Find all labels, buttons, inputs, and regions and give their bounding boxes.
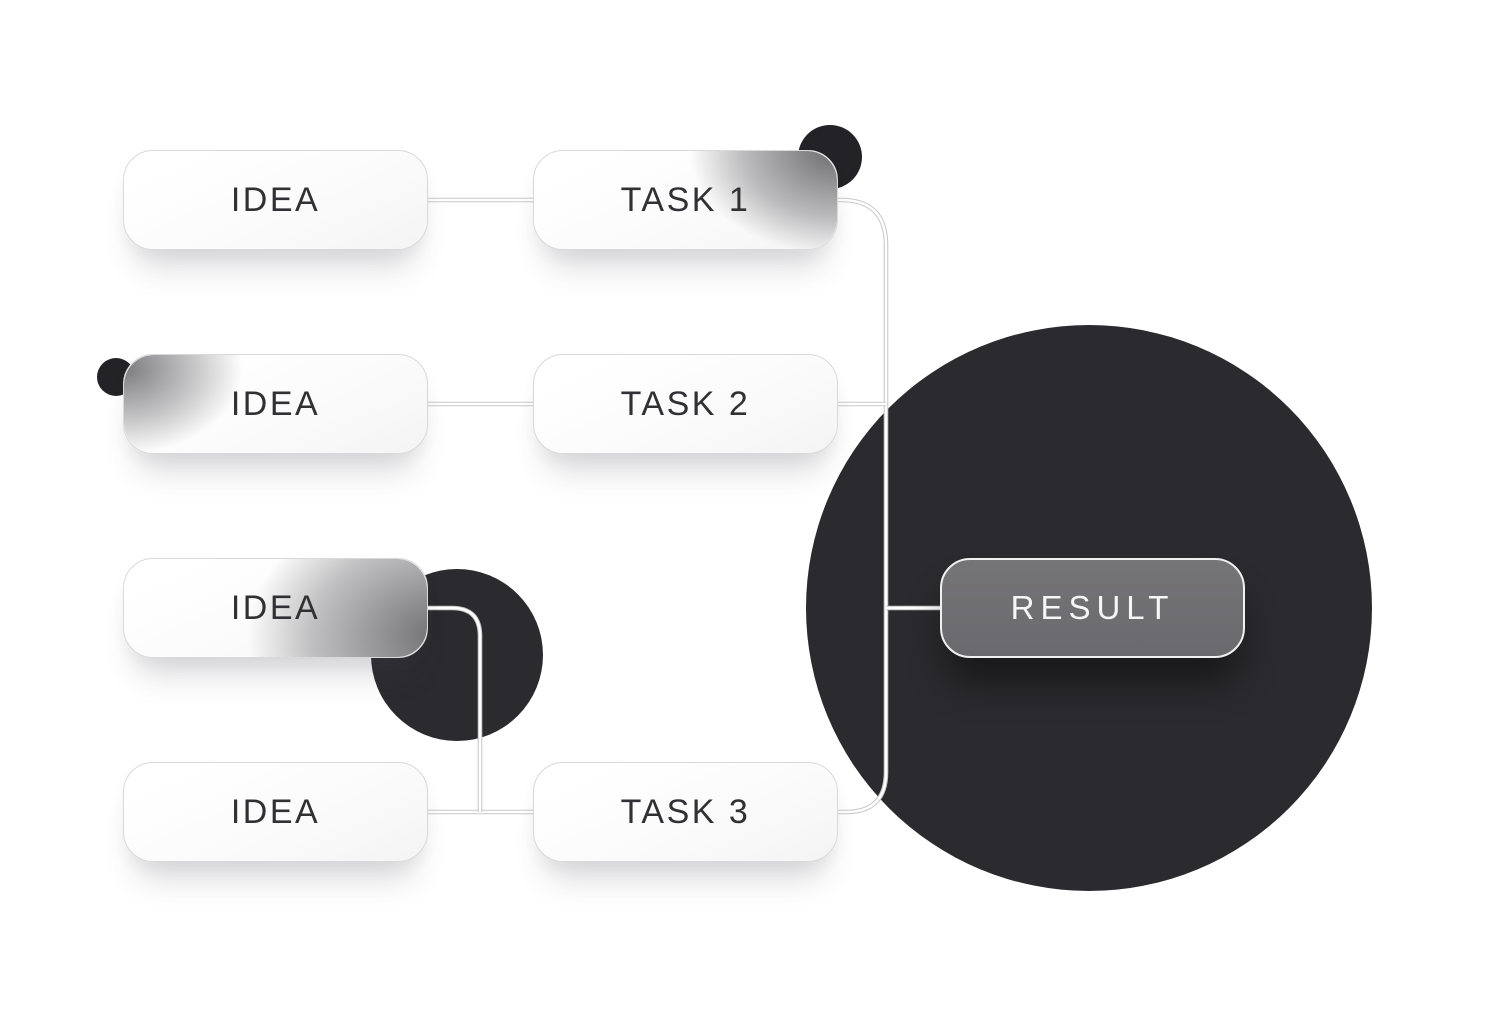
- node-label: IDEA: [230, 180, 321, 219]
- node-task-1: TASK 1: [533, 150, 838, 250]
- connector-idea3-task3: [428, 605, 483, 812]
- node-task-2: TASK 2: [533, 354, 838, 454]
- node-label: IDEA: [230, 384, 321, 423]
- node-idea-1: IDEA: [123, 150, 428, 250]
- node-label: IDEA: [230, 792, 321, 831]
- node-task-3: TASK 3: [533, 762, 838, 862]
- node-label: TASK 3: [620, 792, 751, 831]
- node-idea-2: IDEA: [123, 354, 428, 454]
- node-idea-3: IDEA: [123, 558, 428, 658]
- connector-task1-trunk-task3: [836, 197, 889, 815]
- node-result: RESULT: [940, 558, 1245, 658]
- node-label: TASK 2: [620, 384, 751, 423]
- node-label: IDEA: [230, 588, 321, 627]
- node-label: RESULT: [1010, 589, 1175, 626]
- node-label: TASK 1: [620, 180, 751, 219]
- node-idea-4: IDEA: [123, 762, 428, 862]
